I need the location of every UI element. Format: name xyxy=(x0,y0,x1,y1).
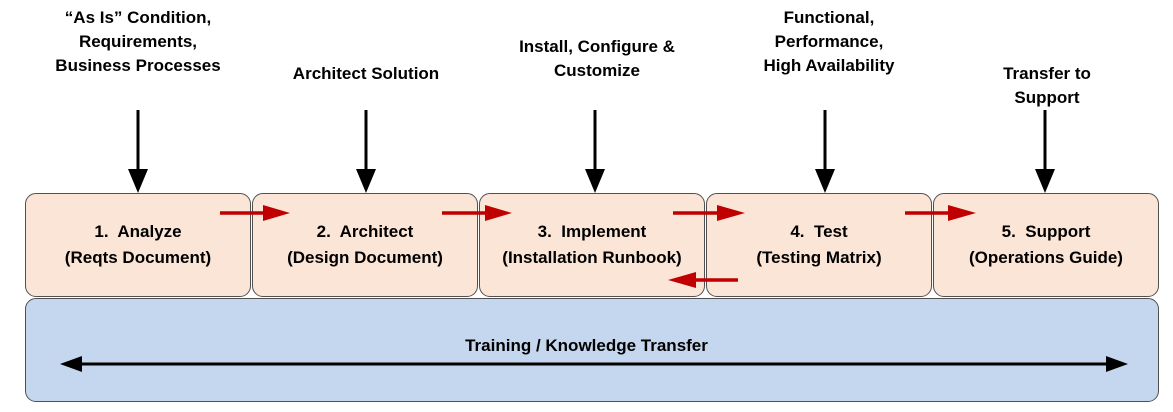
phase-title: 3. Implement xyxy=(537,222,647,241)
phase-test: 4. Test (Testing Matrix) xyxy=(706,193,932,297)
phase-title: 4. Test xyxy=(790,222,848,241)
phase-support: 5. Support (Operations Guide) xyxy=(933,193,1159,297)
phase-deliverable: (Operations Guide) xyxy=(969,248,1123,267)
input-label-architect: Architect Solution xyxy=(292,64,440,83)
phase-deliverable: (Reqts Document) xyxy=(64,248,212,267)
input-label-analyze: “As Is” Condition, Requirements, Busines… xyxy=(55,8,221,75)
input-label-test: Functional, Performance, High Availabili… xyxy=(763,8,895,75)
input-arrow-architect xyxy=(356,110,376,193)
phase-deliverable: (Testing Matrix) xyxy=(756,248,882,267)
training-band-label: Training / Knowledge Transfer xyxy=(465,336,708,355)
phase-title: 2. Architect xyxy=(316,222,414,241)
phase-implement: 3. Implement (Installation Runbook) xyxy=(479,193,705,297)
input-arrow-support xyxy=(1035,110,1055,193)
input-arrow-test xyxy=(815,110,835,193)
input-label-implement: Install, Configure & Customize xyxy=(519,37,675,80)
phase-deliverable: (Design Document) xyxy=(287,248,443,267)
phase-title: 5. Support xyxy=(1001,222,1091,241)
phase-analyze: 1. Analyze (Reqts Document) xyxy=(25,193,251,297)
phase-deliverable: (Installation Runbook) xyxy=(502,248,682,267)
training-band xyxy=(25,298,1159,402)
input-arrow-analyze xyxy=(128,110,148,193)
input-arrow-implement xyxy=(585,110,605,193)
input-label-support: Transfer to Support xyxy=(1003,64,1091,107)
phase-title: 1. Analyze xyxy=(94,222,182,241)
phase-architect: 2. Architect (Design Document) xyxy=(252,193,478,297)
